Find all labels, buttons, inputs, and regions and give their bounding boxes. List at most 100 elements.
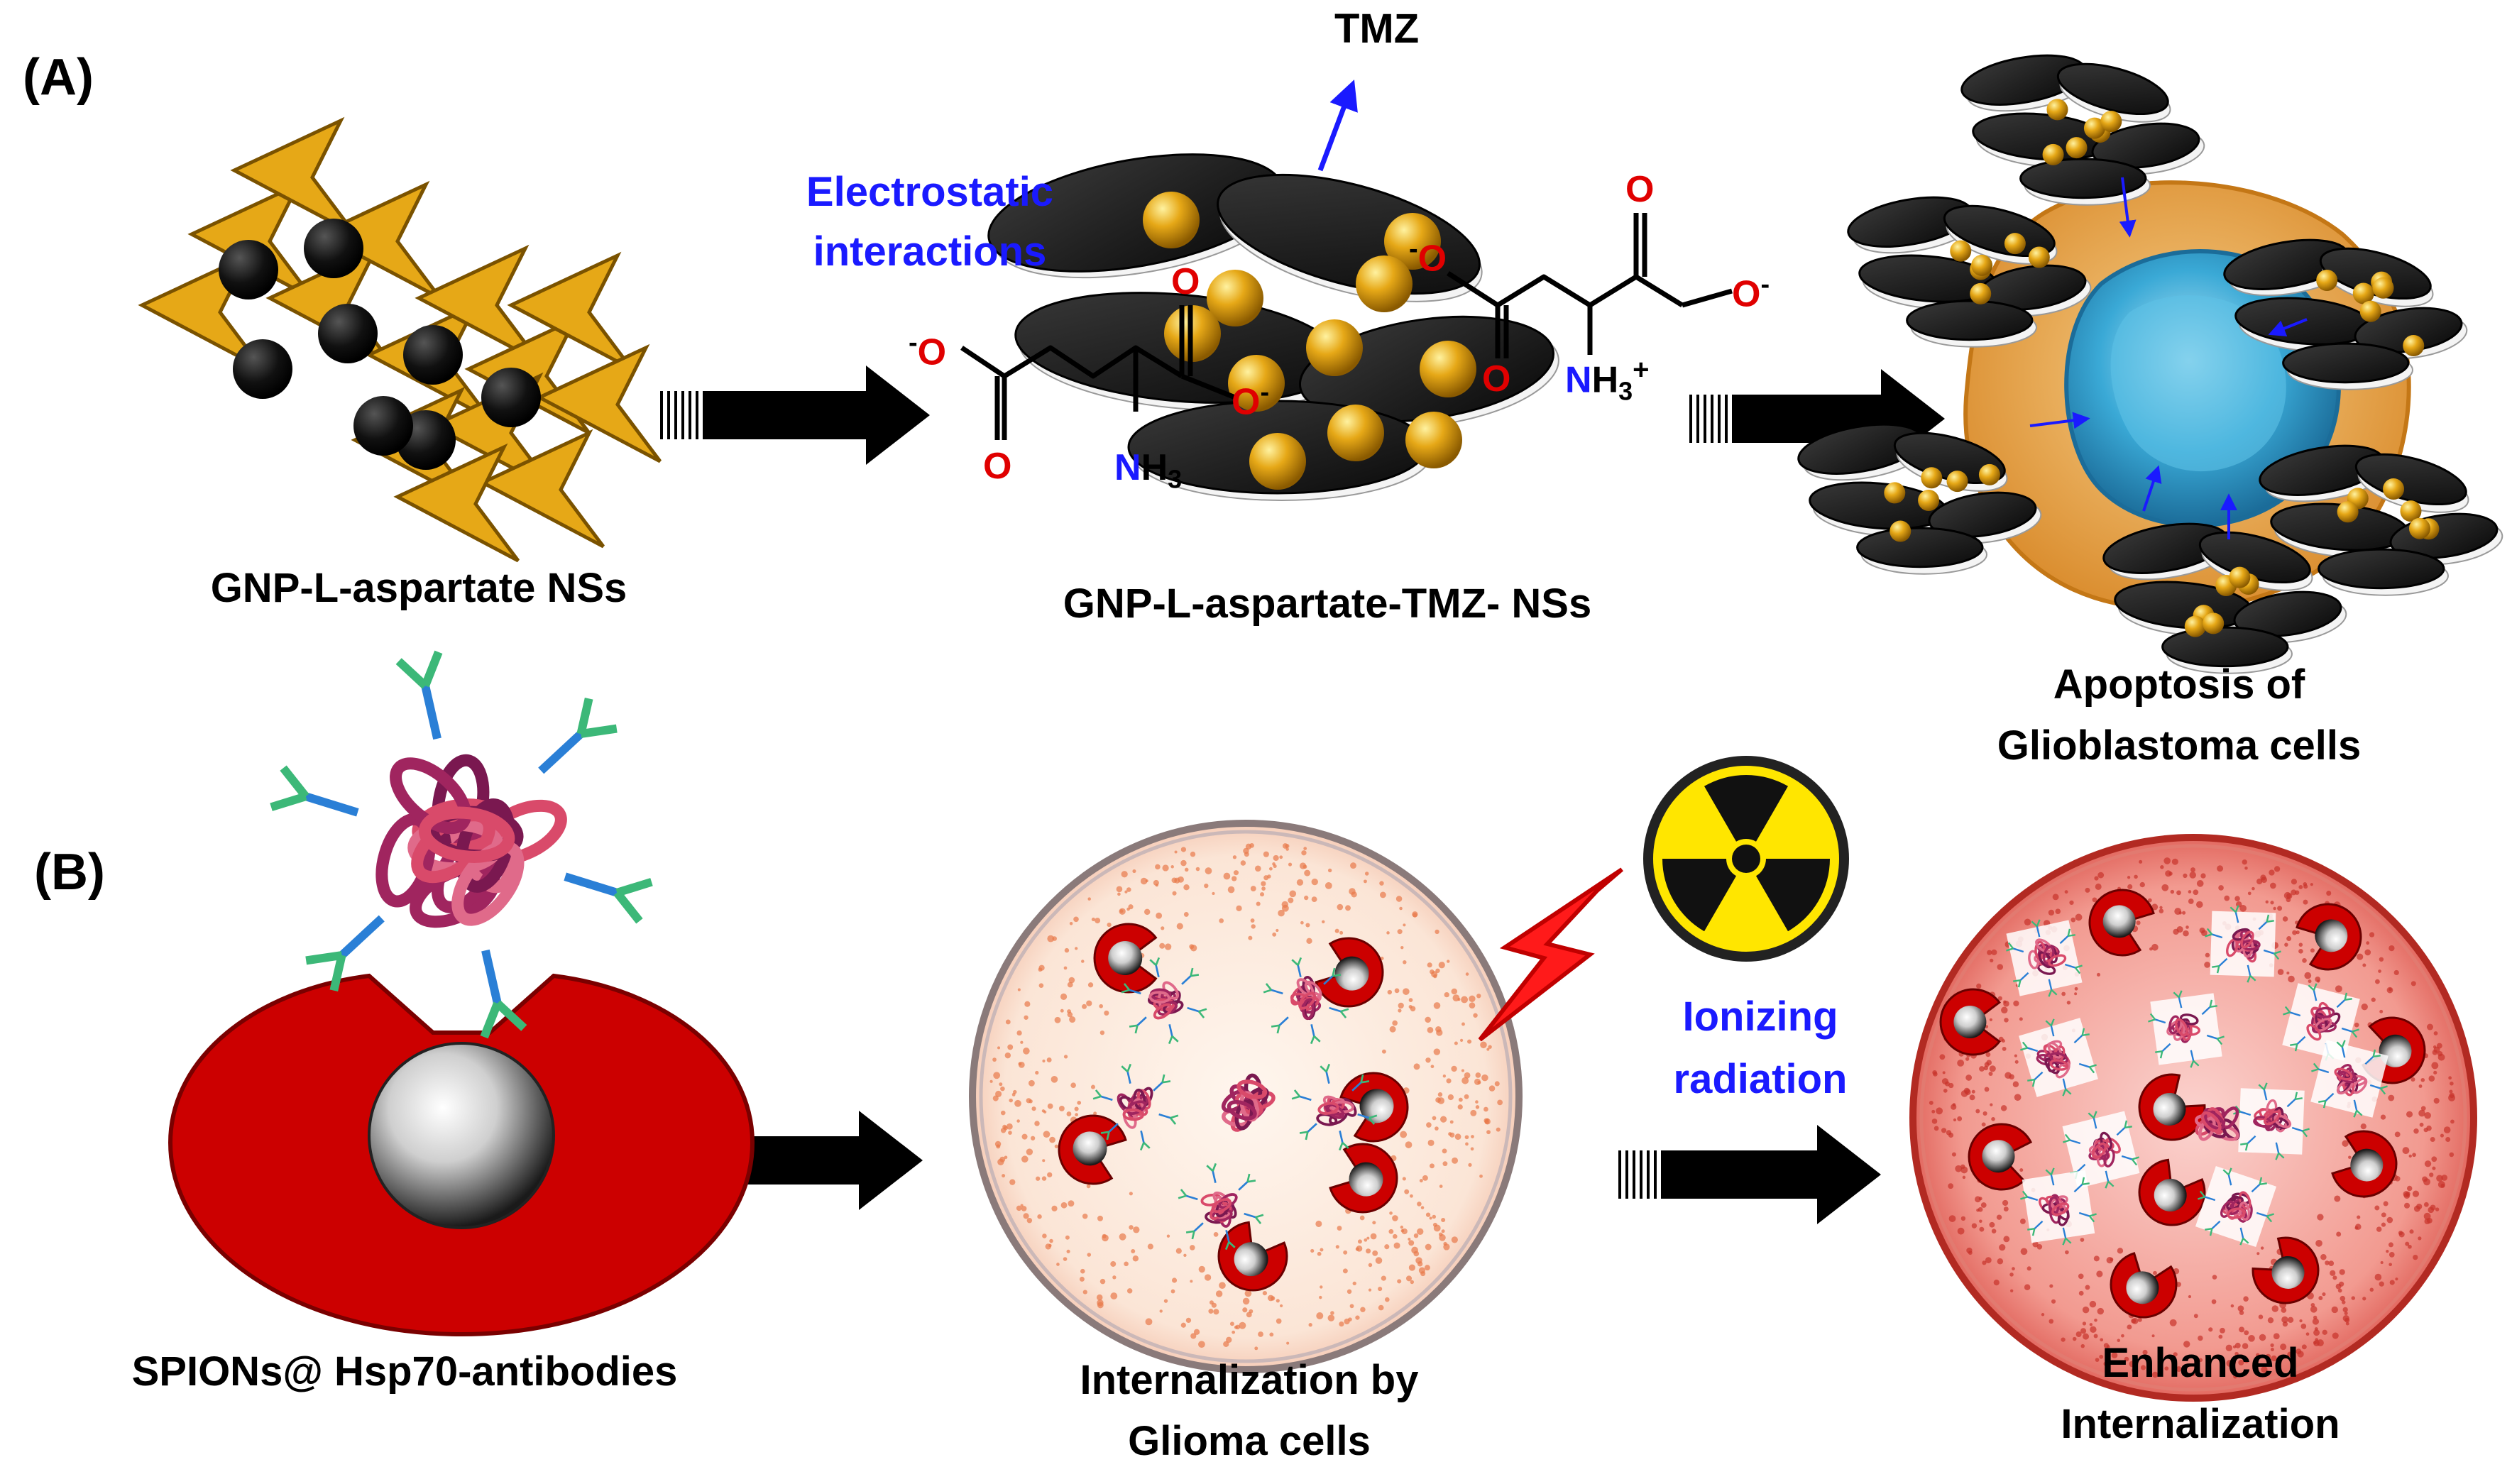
mini-spion [2110,1252,2178,1319]
black-sheet [2282,342,2410,384]
antibody-arm [2081,1028,2085,1036]
antibody-arm [2062,1089,2067,1096]
antibody-arm [1291,1095,1300,1100]
mini-core [2154,1178,2187,1211]
antibody-stem [2256,1211,2268,1217]
antibody-arm [2353,1110,2358,1118]
mini-spion [1315,937,1384,1008]
antibody-arm [1299,1131,1308,1134]
black-sheet [2354,453,2467,506]
spion-particle [168,973,755,1337]
antibody-arm [2074,967,2081,974]
tmz-label: TMZ [1334,6,1420,52]
black-sheet [1906,299,2034,341]
antibody-arm [1129,1024,1138,1028]
boxed-conjugate [2233,1082,2310,1160]
gold-sphere [2408,517,2430,539]
antibody-stem [1278,1016,1289,1026]
gold-sphere [2337,501,2359,523]
mini-core [2271,1255,2305,1289]
antibody-arm [2031,1079,2036,1087]
gold-sphere [2372,277,2394,299]
antibody-arm [1254,1216,1262,1224]
black-sheet [2318,548,2445,590]
gold-nanoprism [230,116,356,236]
mini-core [2350,1148,2384,1182]
mini-core [2315,919,2348,952]
gold-nanoprism [315,180,441,300]
chem-o-minus-left-2: O- [1232,378,1270,423]
antibody-stem [2073,1183,2083,1193]
antibody-arm [2216,1038,2223,1045]
antibody-arm [1149,959,1157,966]
spion-antibody-conjugate [2006,919,2083,997]
antibody-arm [2007,942,2014,950]
antibody-arm [2048,989,2053,997]
aspartate-structure [960,213,1733,440]
antibody-stem [2105,1170,2110,1182]
antibody-stem [2069,1139,2081,1145]
tmz-release-arrow [2268,318,2308,337]
antibody-stem [2251,1183,2261,1193]
lightning-bolt-icon [1478,867,1623,1042]
antibody-stem [2121,1155,2133,1160]
antibody-arm [2212,965,2220,968]
antibody-arm [2356,1109,2363,1116]
mini-core [1359,1089,1394,1123]
antibody-stem [2247,1135,2256,1145]
antibody-arm [2173,991,2180,999]
spion-antibody-conjugate [2205,905,2281,983]
antibody-arm [2089,1213,2097,1217]
antibody-stem [2247,964,2252,977]
antibody-arm [1100,1131,1109,1134]
antibody-arm [2244,1143,2249,1151]
antibody-stem [1323,975,1334,985]
gold-sphere [2004,233,2026,255]
gold-sphere [1356,255,1413,312]
radiation-hazard-icon [1643,756,1849,962]
internalization-label-line2: Glioma cells [1128,1418,1371,1464]
antibody-arm [2062,1238,2067,1246]
antibody-stem [1100,1095,1113,1101]
antibody-arm [2089,1064,2097,1068]
gold-sphere [1327,405,1384,461]
tmz-release-arrow [2119,177,2137,238]
antibody-arm [2336,1041,2343,1048]
black-sheet [2056,62,2169,116]
antibody-arm [2082,1182,2090,1185]
antibody-arm [1342,1142,1349,1149]
antibody-stem [2258,920,2268,930]
spion-antibody-conjugate [2233,1082,2310,1160]
antibody-arm [2311,1068,2319,1072]
antibody-stem [2341,1046,2346,1058]
spion-antibody-conjugate [1263,957,1349,1045]
antibody-stem [2116,1126,2126,1136]
antibody-arm [1340,1008,1349,1013]
antibody-stem [2204,1196,2216,1202]
apoptosis-label-line2: Glioblastoma cells [1997,722,2362,769]
mini-spion [2296,903,2362,971]
gold-sphere [1890,520,1912,542]
antibody-arm [2266,920,2274,923]
antibody-stem [1193,1222,1204,1232]
black-nanoparticle [481,368,541,427]
gold-sphere [1950,240,1972,262]
antibody-arm [1320,1065,1327,1072]
gold-sphere [2028,246,2050,268]
antibody-arm [1139,1142,1145,1151]
antibody-stem [2239,1111,2252,1116]
antibody-arm [1162,1080,1171,1084]
antibody-arm [2132,1156,2139,1160]
gold-sphere [2042,143,2064,165]
antibody-arm [2216,965,2220,974]
antibody-arm [1212,1163,1217,1172]
antibody-arm [2273,952,2280,960]
trefoil-blade [1704,774,1788,842]
gold-sphere [1405,412,1462,468]
antibody-arm [1185,1230,1195,1233]
antibody-arm [1190,967,1194,977]
gold-sphere [1143,192,1200,248]
antibody-arm [1197,1011,1205,1018]
antibody-arm [2266,1215,2273,1223]
